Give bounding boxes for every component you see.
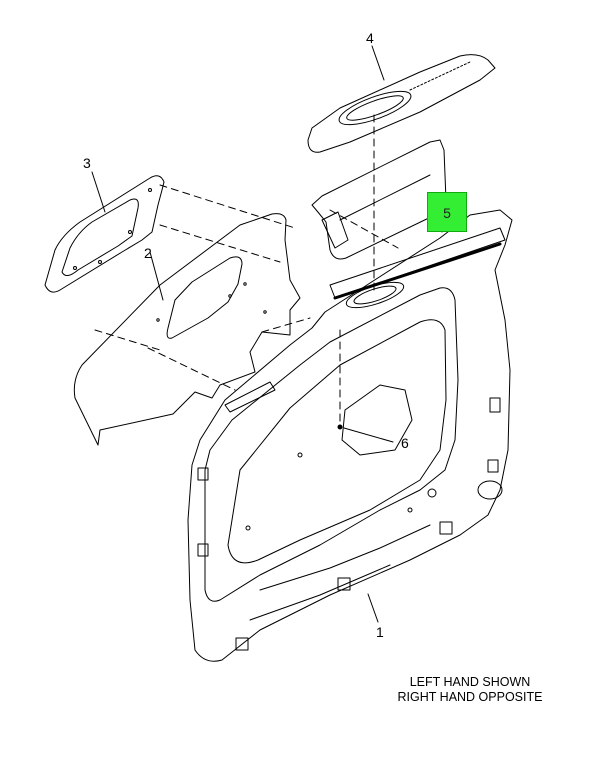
part-3-bezel — [44, 175, 165, 293]
callout-2: 2 — [144, 245, 152, 261]
note-line-2: RIGHT HAND OPPOSITE — [397, 690, 543, 704]
part-2-insulation-panel — [73, 213, 301, 446]
callout-3: 3 — [83, 155, 91, 171]
part-5-closeout — [311, 139, 447, 260]
callout-4: 4 — [366, 30, 374, 46]
callout-1: 1 — [376, 624, 384, 640]
orientation-note: LEFT HAND SHOWN RIGHT HAND OPPOSITE — [360, 675, 580, 705]
part-1-door-trim-panel — [187, 209, 513, 662]
alignment-lines — [94, 114, 399, 426]
callout-6: 6 — [401, 435, 409, 451]
part-4-armrest — [307, 54, 496, 153]
note-line-1: LEFT HAND SHOWN — [409, 675, 531, 689]
callout-5-highlight[interactable]: 5 — [427, 192, 467, 232]
leader-lines — [91, 45, 443, 623]
callout-5: 5 — [443, 205, 451, 221]
